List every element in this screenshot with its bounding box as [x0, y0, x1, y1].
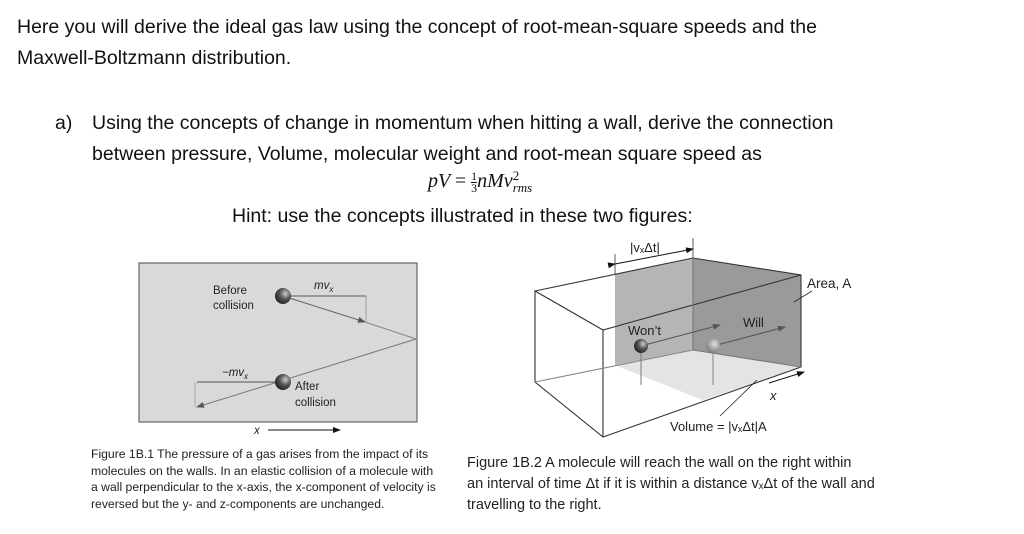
after-velocity-arrow — [196, 338, 417, 408]
after-label: After — [295, 381, 319, 393]
part-a-question: Using the concepts of change in momentum… — [92, 108, 833, 170]
wont-velocity-arrow — [640, 323, 721, 347]
eq-sign: = — [454, 170, 467, 192]
question-line: between pressure, Volume, molecular weig… — [92, 143, 762, 165]
caption-line: a wall perpendicular to the x-axis, the … — [91, 480, 436, 494]
frac-num: 1 — [471, 168, 478, 183]
figure1-diagram: Before collision After collision mvx −mv… — [138, 262, 418, 437]
x-axis-label: x — [769, 388, 777, 403]
eq-lhs: pV — [428, 170, 450, 192]
figure2-diagram: |vₓΔt| Won’t Will Area, A x Volume = |vₓ… — [534, 238, 851, 438]
hint-text: Hint: use the concepts illustrated in th… — [232, 205, 693, 227]
after-label: collision — [295, 397, 336, 409]
part-a-marker: a) — [55, 112, 73, 134]
x-axis-arrow — [768, 371, 805, 384]
will-label: Will — [743, 315, 764, 330]
area-wall — [693, 258, 801, 367]
caption-line: Figure 1B.1 The pressure of a gas arises… — [91, 447, 429, 461]
molecule-will — [706, 339, 720, 353]
frac-den: 3 — [471, 180, 478, 195]
before-label: Before — [213, 285, 247, 297]
volume-label: Volume = |vₓΔt|A — [670, 419, 767, 434]
eq-body: nMv — [477, 170, 513, 192]
x-axis-label: x — [253, 425, 261, 437]
box-outline — [534, 257, 802, 438]
intro-line: Maxwell-Boltzmann distribution. — [17, 47, 292, 69]
neg-mvx-label: −mvx — [222, 367, 249, 381]
wont-label: Won’t — [628, 323, 661, 338]
intro-line: Here you will derive the ideal gas law u… — [17, 16, 817, 38]
question-line: Using the concepts of change in momentum… — [92, 112, 834, 134]
caption-line: reversed but the y- and z-components are… — [91, 496, 385, 511]
caption-line: Figure 1B.2 A molecule will reach the wa… — [467, 455, 852, 471]
before-label: collision — [213, 300, 254, 312]
caption-line: an interval of time Δt if it is within a… — [467, 476, 875, 492]
molecule-after — [275, 374, 291, 390]
molecule-wont — [634, 339, 648, 353]
figure2-caption: Figure 1B.2 A molecule will reach the wa… — [467, 453, 875, 516]
will-velocity-arrow — [712, 325, 786, 347]
intro-text: Here you will derive the ideal gas law u… — [17, 12, 817, 74]
molecule-before — [275, 288, 291, 304]
caption-line: travelling to the right. — [467, 497, 602, 513]
vxdt-dimension-arrow — [607, 247, 694, 269]
container-wall-box — [138, 262, 418, 423]
eq-fraction: 1 3 — [471, 168, 478, 195]
caption-line: molecules on the walls. In an elastic co… — [91, 463, 434, 478]
before-velocity-arrow — [282, 295, 366, 323]
eq-sup: 2 — [512, 168, 520, 184]
area-label: Area, A — [807, 276, 851, 291]
vxdt-label: |vₓΔt| — [630, 240, 660, 255]
figure1-caption: Figure 1B.1 The pressure of a gas arises… — [91, 446, 436, 512]
eq-sub: rms — [512, 180, 533, 196]
mvx-label: mvx — [314, 280, 334, 294]
